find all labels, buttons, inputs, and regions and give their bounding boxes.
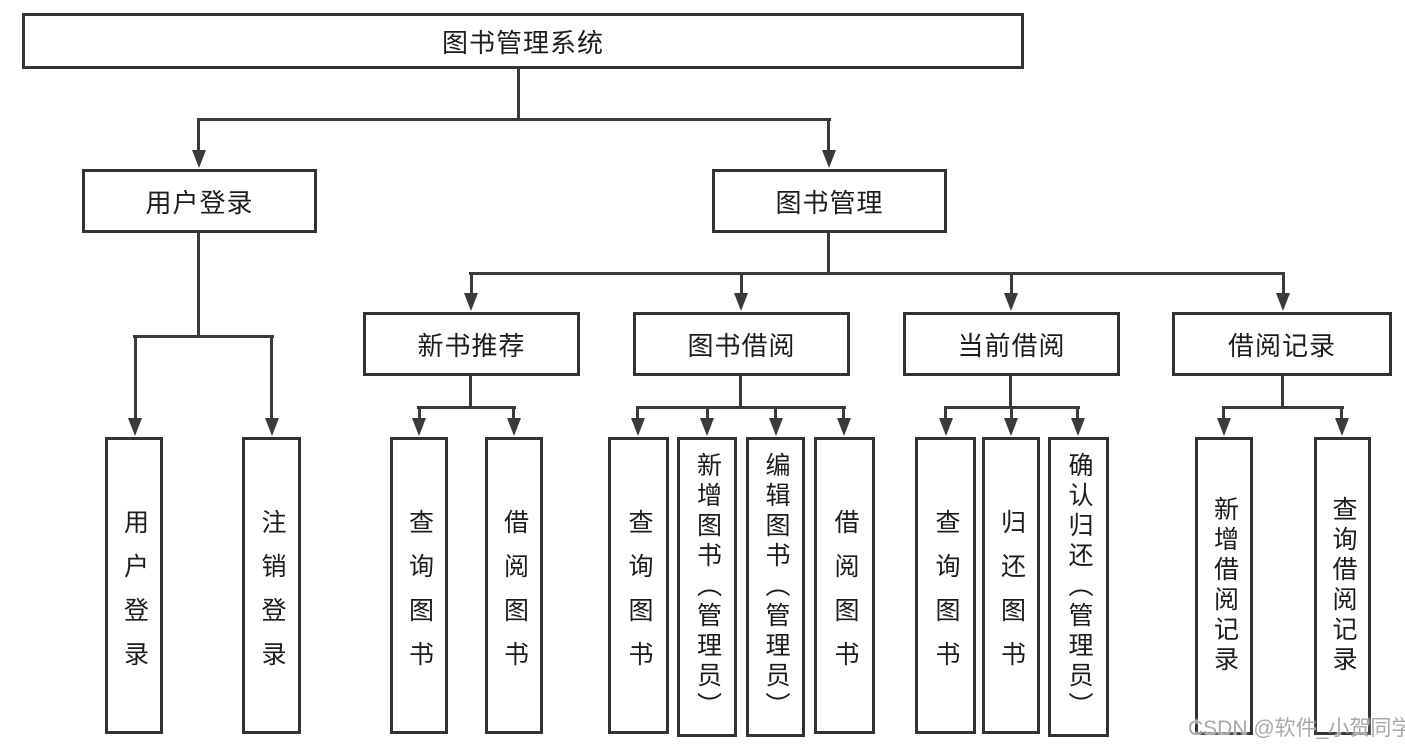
- connector-book-mgmt-stub: [827, 232, 830, 275]
- connector-arrow-line: [944, 406, 947, 421]
- node-label: 图书借阅: [687, 330, 796, 361]
- connector-arrow-line: [1076, 406, 1079, 421]
- node-label: 借阅图书: [500, 508, 529, 685]
- node-book-management: 图书管理: [712, 169, 947, 233]
- node-label: 新增借阅记录: [1210, 496, 1239, 676]
- arrowhead-down: [822, 150, 836, 168]
- connector-arrow-line: [470, 272, 473, 295]
- arrowhead-down: [128, 418, 142, 436]
- node-label: 查询借阅记录: [1329, 496, 1357, 676]
- arrowhead-down: [265, 418, 279, 436]
- node-label: 查询图书: [405, 508, 434, 685]
- connector-arrow-line: [1222, 406, 1225, 421]
- arrowhead-down: [192, 150, 206, 168]
- leaf-borrow-books-borrow: 借阅图书: [814, 437, 875, 734]
- node-label: 当前借阅: [957, 330, 1066, 361]
- connector-root-stub: [517, 69, 520, 120]
- arrowhead-down: [837, 418, 851, 436]
- connector-arrow-line: [197, 118, 200, 152]
- node-book-borrow: 图书借阅: [633, 312, 850, 376]
- connector-user-login-hline: [133, 335, 274, 338]
- connector-recommend-stub: [469, 376, 472, 408]
- watermark: CSDN @软件_小贺同学: [1188, 717, 1405, 740]
- arrowhead-down: [464, 293, 478, 311]
- node-label: 用户登录: [120, 508, 149, 685]
- arrowhead-down: [631, 418, 645, 436]
- connector-arrow-line: [1282, 272, 1285, 295]
- leaf-borrow-books-recommend: 借阅图书: [485, 437, 543, 734]
- connector-current-stub: [1009, 376, 1012, 408]
- connector-arrow-line: [774, 406, 777, 421]
- connector-root-hline: [197, 118, 831, 121]
- leaf-user-login: 用户登录: [105, 437, 163, 734]
- leaf-edit-book-admin: 编辑图书（管理员）: [746, 437, 805, 737]
- arrowhead-down: [734, 293, 748, 311]
- connector-book-mgmt-hline: [469, 272, 1284, 275]
- leaf-confirm-return-admin: 确认归还（管理员）: [1048, 437, 1109, 737]
- leaf-return-books: 归还图书: [982, 437, 1040, 734]
- arrowhead-down: [1071, 418, 1085, 436]
- arrowhead-down: [1004, 293, 1018, 311]
- node-new-book-recommend: 新书推荐: [363, 312, 580, 376]
- node-label: 注销登录: [258, 508, 286, 685]
- connector-arrow-line: [740, 272, 743, 295]
- connector-arrow-line: [134, 335, 137, 421]
- leaf-query-borrow-record: 查询借阅记录: [1314, 437, 1371, 735]
- arrowhead-down: [700, 418, 714, 436]
- connector-arrow-line: [270, 335, 273, 421]
- connector-recommend-hline: [417, 406, 516, 409]
- arrowhead-down: [769, 418, 783, 436]
- connector-arrow-line: [842, 406, 845, 421]
- node-label: 借阅记录: [1227, 330, 1336, 361]
- node-label: 查询图书: [932, 508, 960, 685]
- connector-arrow-line: [1340, 406, 1343, 421]
- connector-arrow-line: [827, 118, 830, 152]
- connector-borrow-hline: [636, 406, 846, 409]
- connector-records-hline: [1222, 406, 1344, 409]
- connector-arrow-line: [418, 406, 421, 421]
- node-label: 新书推荐: [417, 330, 526, 361]
- node-user-login: 用户登录: [82, 169, 317, 233]
- connector-borrow-stub: [739, 376, 742, 408]
- leaf-add-borrow-record: 新增借阅记录: [1195, 437, 1253, 735]
- connector-arrow-line: [1010, 406, 1013, 421]
- node-label: 新增图书（管理员）: [693, 452, 722, 722]
- node-label: 确认归还（管理员）: [1065, 452, 1093, 722]
- connector-arrow-line: [706, 406, 709, 421]
- arrowhead-down: [412, 418, 426, 436]
- arrowhead-down: [1276, 293, 1290, 311]
- arrowhead-down: [1217, 418, 1231, 436]
- connector-arrow-line: [512, 406, 515, 421]
- node-label: 归还图书: [997, 508, 1026, 685]
- arrowhead-down: [1335, 418, 1349, 436]
- leaf-logout-login: 注销登录: [242, 437, 301, 734]
- node-label: 图书管理: [775, 187, 884, 218]
- node-label: 借阅图书: [831, 508, 859, 685]
- leaf-query-books-recommend: 查询图书: [390, 437, 448, 734]
- node-current-borrow: 当前借阅: [903, 312, 1120, 376]
- connector-records-stub: [1281, 376, 1284, 408]
- leaf-query-books-borrow: 查询图书: [608, 437, 669, 734]
- node-root: 图书管理系统: [22, 13, 1024, 69]
- node-borrow-records: 借阅记录: [1172, 312, 1392, 376]
- connector-user-login-stub: [197, 233, 200, 338]
- node-label: 用户登录: [145, 187, 254, 218]
- arrowhead-down: [939, 418, 953, 436]
- node-label: 编辑图书（管理员）: [762, 452, 790, 722]
- connector-arrow-line: [636, 406, 639, 421]
- arrowhead-down: [1004, 418, 1018, 436]
- arrowhead-down: [507, 418, 521, 436]
- node-label: 查询图书: [625, 508, 653, 685]
- leaf-add-book-admin: 新增图书（管理员）: [677, 437, 737, 737]
- connector-arrow-line: [1010, 272, 1013, 295]
- leaf-query-books-current: 查询图书: [915, 437, 976, 734]
- node-label: 图书管理系统: [441, 27, 604, 58]
